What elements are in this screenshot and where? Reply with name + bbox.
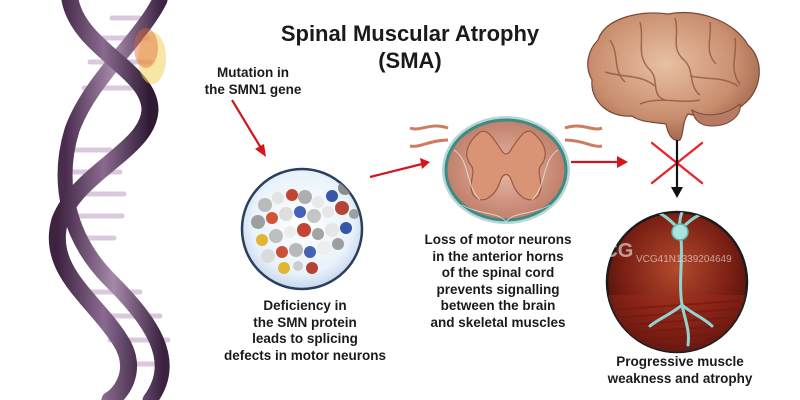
title-line-1: Spinal Muscular Atrophy	[280, 21, 540, 46]
dna-helix-illustration	[48, 0, 171, 400]
caption-spinal-cord: Loss of motor neurons in the anterior ho…	[424, 232, 572, 330]
title-line-2: (SMA)	[378, 48, 442, 73]
caption-mutation: Mutation in the SMN1 gene	[204, 65, 302, 97]
arrow-protein-to-spinal	[369, 158, 430, 179]
motor-neuron-muscle-illustration	[605, 210, 749, 354]
caption-muscle: Progressive muscle weakness and atrophy	[607, 354, 753, 386]
diagram-title: Spinal Muscular Atrophy (SMA)	[245, 20, 575, 74]
arrow-mutation-to-protein	[231, 99, 266, 157]
watermark-id: VCG41N1339204649	[636, 254, 732, 265]
protein-molecule-illustration	[240, 167, 364, 291]
watermark-logo: VCG	[590, 240, 634, 262]
brain-illustration	[587, 12, 760, 141]
arrow-spinal-to-blocked	[571, 156, 628, 168]
caption-protein: Deficiency in the SMN protein leads to s…	[223, 298, 387, 363]
spinal-cord-section-illustration	[409, 116, 603, 224]
arrow-brain-to-muscle	[671, 140, 683, 198]
